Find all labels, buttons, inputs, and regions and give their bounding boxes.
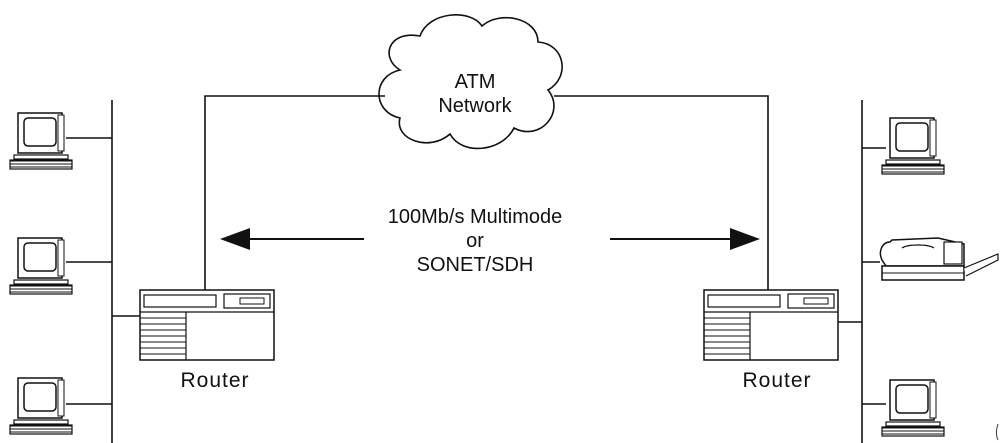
cloud-label-line2: Network [438,95,512,117]
computer-icon [9,237,73,295]
right-arrow-icon [610,228,760,250]
printer-icon [879,237,999,281]
router-icon [139,289,275,361]
left-router-label: Router [180,369,250,392]
cloud-label-line1: ATM [454,71,496,93]
link-label-line1: 100Mb/s Multimode [387,206,563,228]
link-label-line2: or [466,230,484,252]
right-uplink-line [554,95,769,290]
left-uplink-line [204,95,385,290]
computer-icon [881,117,945,175]
router-icon [703,289,839,361]
cloud-label: ATM Network [420,70,530,118]
computer-icon [9,112,73,170]
computer-icon [881,379,945,437]
link-label: 100Mb/s Multimode or SONET/SDH [355,205,595,277]
left-arrow-icon [220,228,364,250]
computer-icon [9,377,73,435]
right-router-label: Router [742,369,812,392]
cloud-icon [378,14,563,150]
link-label-line3: SONET/SDH [416,254,534,276]
